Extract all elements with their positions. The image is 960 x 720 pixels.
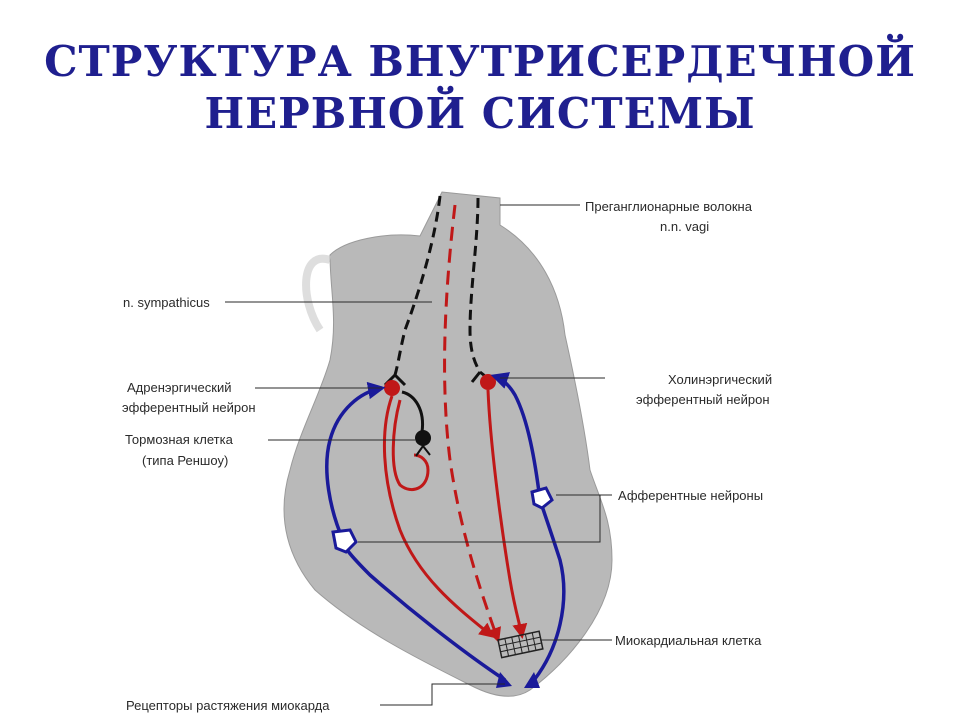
label-sympathicus: n. sympathicus bbox=[123, 295, 210, 310]
cholinergic-efferent-axon bbox=[486, 389, 528, 639]
label-inhibitory-line2: (типа Реншоу) bbox=[142, 453, 228, 468]
heart-silhouette bbox=[283, 191, 613, 697]
afferent-neuron-left bbox=[331, 528, 358, 554]
adrenergic-neuron-body bbox=[384, 380, 400, 396]
label-cholinergic-line2: эфферентный нейрон bbox=[636, 392, 770, 407]
label-vagi: n.n. vagi bbox=[660, 219, 709, 234]
title-line-2: НЕРВНОЙ СИСТЕМЫ bbox=[204, 89, 756, 138]
label-adrenergic-line1: Адренэргический bbox=[127, 380, 231, 395]
label-afferent: Афферентные нейроны bbox=[618, 488, 763, 503]
label-preganglionic: Преганглионарные волокна bbox=[585, 199, 753, 214]
label-inhibitory-line1: Тормозная клетка bbox=[125, 432, 234, 447]
vagal-fiber bbox=[468, 197, 482, 373]
sympathetic-fiber bbox=[393, 195, 442, 376]
label-receptors: Рецепторы растяжения миокарда bbox=[126, 698, 330, 713]
title-line-1: СТРУКТУРА ВНУТРИСЕРДЕЧНОЙ bbox=[44, 37, 916, 86]
leader-lines bbox=[225, 204, 612, 706]
adrenergic-efferent-axon bbox=[382, 395, 495, 638]
label-myocardial: Миокардиальная клетка bbox=[615, 633, 762, 648]
afferent-neuron-right bbox=[530, 486, 554, 510]
inhibitory-cell bbox=[415, 430, 431, 446]
label-cholinergic-line1: Холинэргический bbox=[668, 372, 772, 387]
page-title: СТРУКТУРА ВНУТРИСЕРДЕЧНОЙ НЕРВНОЙ СИСТЕМ… bbox=[0, 36, 960, 140]
cholinergic-neuron-body bbox=[480, 374, 496, 390]
red-dashed-fiber bbox=[443, 204, 501, 643]
label-adrenergic-line2: эфферентный нейрон bbox=[122, 400, 256, 415]
